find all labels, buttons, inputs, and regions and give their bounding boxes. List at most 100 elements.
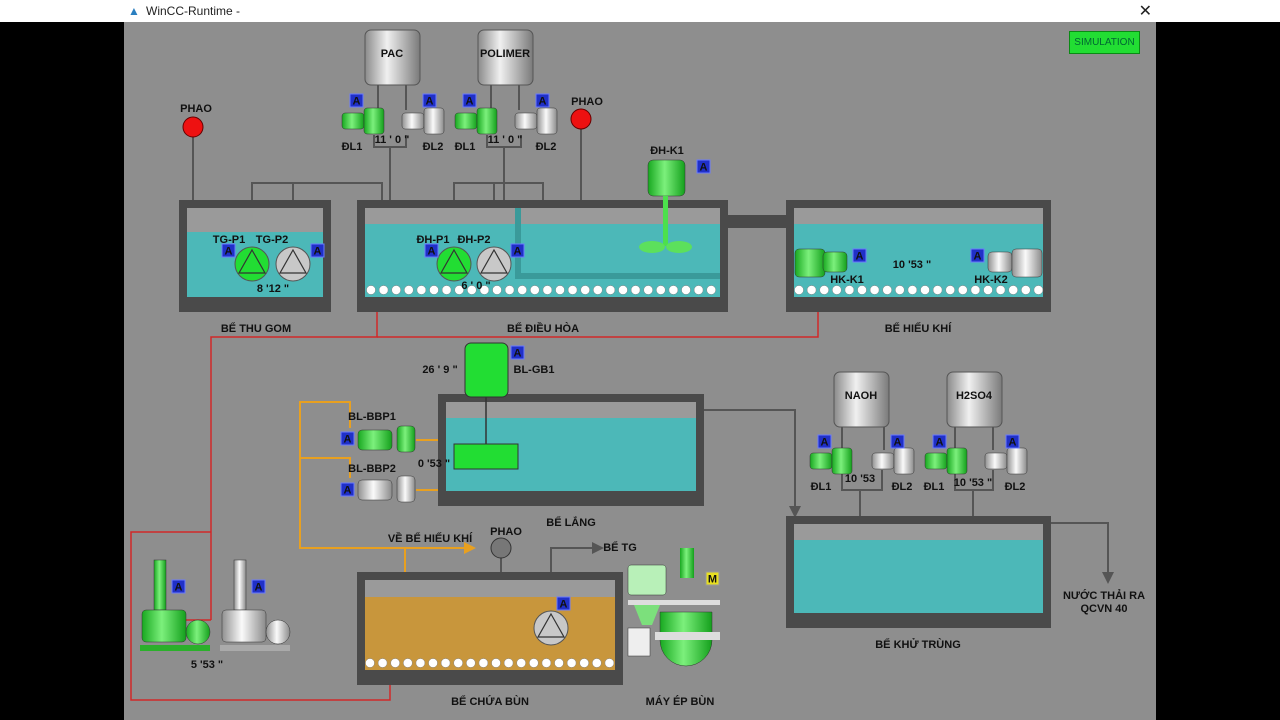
float-switch-thu-gom [182, 116, 204, 138]
auto-mode-badge[interactable]: A [422, 93, 437, 108]
dosing-pump-dl2-motor[interactable] [871, 452, 895, 470]
dosing-pump-dl2-head[interactable] [536, 107, 558, 135]
close-button[interactable]: ✕ [1138, 3, 1152, 20]
auto-mode-badge[interactable]: A [340, 482, 355, 497]
auto-mode-badge[interactable]: A [556, 596, 571, 611]
auto-mode-badge[interactable]: A [1005, 434, 1020, 449]
pump-bl-bbp2-head[interactable] [396, 475, 416, 503]
sludge-line [300, 457, 351, 478]
wincc-app-icon: ▲ [128, 4, 140, 18]
mixer-motor-dh-k1[interactable] [647, 159, 686, 197]
tank-label: BỂ ĐIỀU HÒA [507, 322, 579, 335]
auto-mode-badge[interactable]: A [251, 579, 266, 594]
auto-mode-badge[interactable]: A [349, 93, 364, 108]
tank-baffle [515, 208, 720, 279]
auto-mode-badge[interactable]: A [696, 159, 711, 174]
manual-mode-badge[interactable]: M [705, 571, 720, 586]
dosing-pump-dl2-motor[interactable] [514, 112, 538, 130]
gearbox-bl-gb1[interactable] [464, 342, 509, 398]
diffuser-bubble [895, 285, 905, 295]
auto-mode-badge[interactable]: A [510, 243, 525, 258]
diffuser-bubble [932, 285, 943, 295]
diffuser-bubble [605, 285, 616, 295]
diffuser-bubble [1021, 285, 1031, 295]
badge-label: M [708, 574, 717, 586]
gb-run-timer: 26 ' 9 " [422, 364, 457, 376]
diffuser-bubble [630, 285, 641, 295]
diffuser-bubble [604, 658, 615, 668]
auto-mode-badge[interactable]: A [221, 243, 236, 258]
diffuser-bubble [567, 285, 578, 295]
tank-label: BỂ CHỨA BÙN [451, 695, 529, 708]
diffuser-bubble [706, 285, 716, 295]
diffuser-bubble [1008, 285, 1018, 295]
sludge-pump[interactable] [533, 610, 569, 646]
diffuser-bubble [517, 285, 527, 295]
auto-mode-badge[interactable]: A [171, 579, 186, 594]
diffuser-bubble [593, 285, 603, 295]
dosing-pump-dl1-motor[interactable] [454, 112, 478, 130]
auto-mode-badge[interactable]: A [510, 345, 525, 360]
auto-mode-badge[interactable]: A [462, 93, 477, 108]
badge-label: A [344, 434, 352, 446]
tank-connector [728, 215, 786, 228]
auto-mode-badge[interactable]: A [817, 434, 832, 449]
air-blower-2-motor[interactable] [221, 609, 267, 643]
pump-dh-p1[interactable] [436, 246, 472, 282]
dosing-pump-dl1-motor[interactable] [809, 452, 833, 470]
pump-bl-bbp1-motor[interactable] [357, 429, 393, 451]
dosing-pump-label: ĐL1 [342, 141, 363, 153]
dosing-pump-dl2-head[interactable] [893, 447, 915, 475]
pump-dh-p2[interactable] [476, 246, 512, 282]
diffuser-bubble [516, 658, 526, 668]
dosing-pump-label: ĐL2 [1005, 481, 1026, 493]
dosing-pump-dl2-head[interactable] [1006, 447, 1028, 475]
diffuser-bubble [491, 658, 501, 668]
filter-press-panel[interactable] [627, 627, 651, 657]
pump-tg-p1[interactable] [234, 246, 270, 282]
pump-bl-bbp1-head[interactable] [396, 425, 416, 453]
auto-mode-badge[interactable]: A [535, 93, 550, 108]
dosing-pump-dl1-head[interactable] [363, 107, 385, 135]
auto-mode-badge[interactable]: A [932, 434, 947, 449]
blower-hk-k1-motor[interactable] [822, 251, 848, 273]
dosing-pump-dl2-motor[interactable] [984, 452, 1008, 470]
auto-mode-badge[interactable]: A [890, 434, 905, 449]
dosing-pump-dl2-motor[interactable] [401, 112, 425, 130]
float-label: PHAO [490, 526, 522, 538]
auto-mode-badge[interactable]: A [340, 431, 355, 446]
dosing-pump-dl1-head[interactable] [476, 107, 498, 135]
auto-mode-badge[interactable]: A [852, 248, 867, 263]
air-blower-1-silencer[interactable] [153, 559, 167, 611]
filter-press-drive[interactable] [627, 564, 667, 596]
dosing-pump-dl1-motor[interactable] [924, 452, 948, 470]
dosing-pump-label: ĐL1 [924, 481, 945, 493]
blower-hk-k2-body[interactable] [1011, 248, 1043, 278]
pump-tg-p2[interactable] [275, 246, 311, 282]
dosing-pump-dl1-head[interactable] [946, 447, 968, 475]
simulation-button[interactable]: SIMULATION [1069, 31, 1140, 54]
air-blower-1-motor[interactable] [141, 609, 187, 643]
tank-label: BỂ HIẾU KHÍ [885, 322, 953, 335]
dosing-pump-dl1-head[interactable] [831, 447, 853, 475]
air-blower-2-silencer[interactable] [233, 559, 247, 611]
pipe-outlet [1051, 522, 1114, 584]
auto-mode-badge[interactable]: A [310, 243, 325, 258]
diffuser-bubble [579, 658, 589, 668]
dosing-pump-dl1-motor[interactable] [341, 112, 365, 130]
filter-press-motor[interactable] [680, 548, 694, 578]
dosing-pump-dl2-head[interactable] [423, 107, 445, 135]
auto-mode-badge[interactable]: A [970, 248, 985, 263]
blower-hk-k1-body[interactable] [794, 248, 826, 278]
diffuser-bubble [656, 285, 666, 295]
pac-dosing-timer: 11 ' 0 " [375, 134, 410, 146]
auto-mode-badge[interactable]: A [424, 243, 439, 258]
pump-bl-bbp2-motor[interactable] [357, 479, 393, 501]
badge-label: A [560, 599, 568, 611]
diffuser-bubble [844, 285, 855, 295]
float-label: PHAO [180, 103, 212, 115]
pipe-lang-to-khutrung [704, 409, 801, 518]
pump-label: ĐH-P1 [416, 234, 449, 246]
blower-hk-k2-motor[interactable] [987, 251, 1013, 273]
